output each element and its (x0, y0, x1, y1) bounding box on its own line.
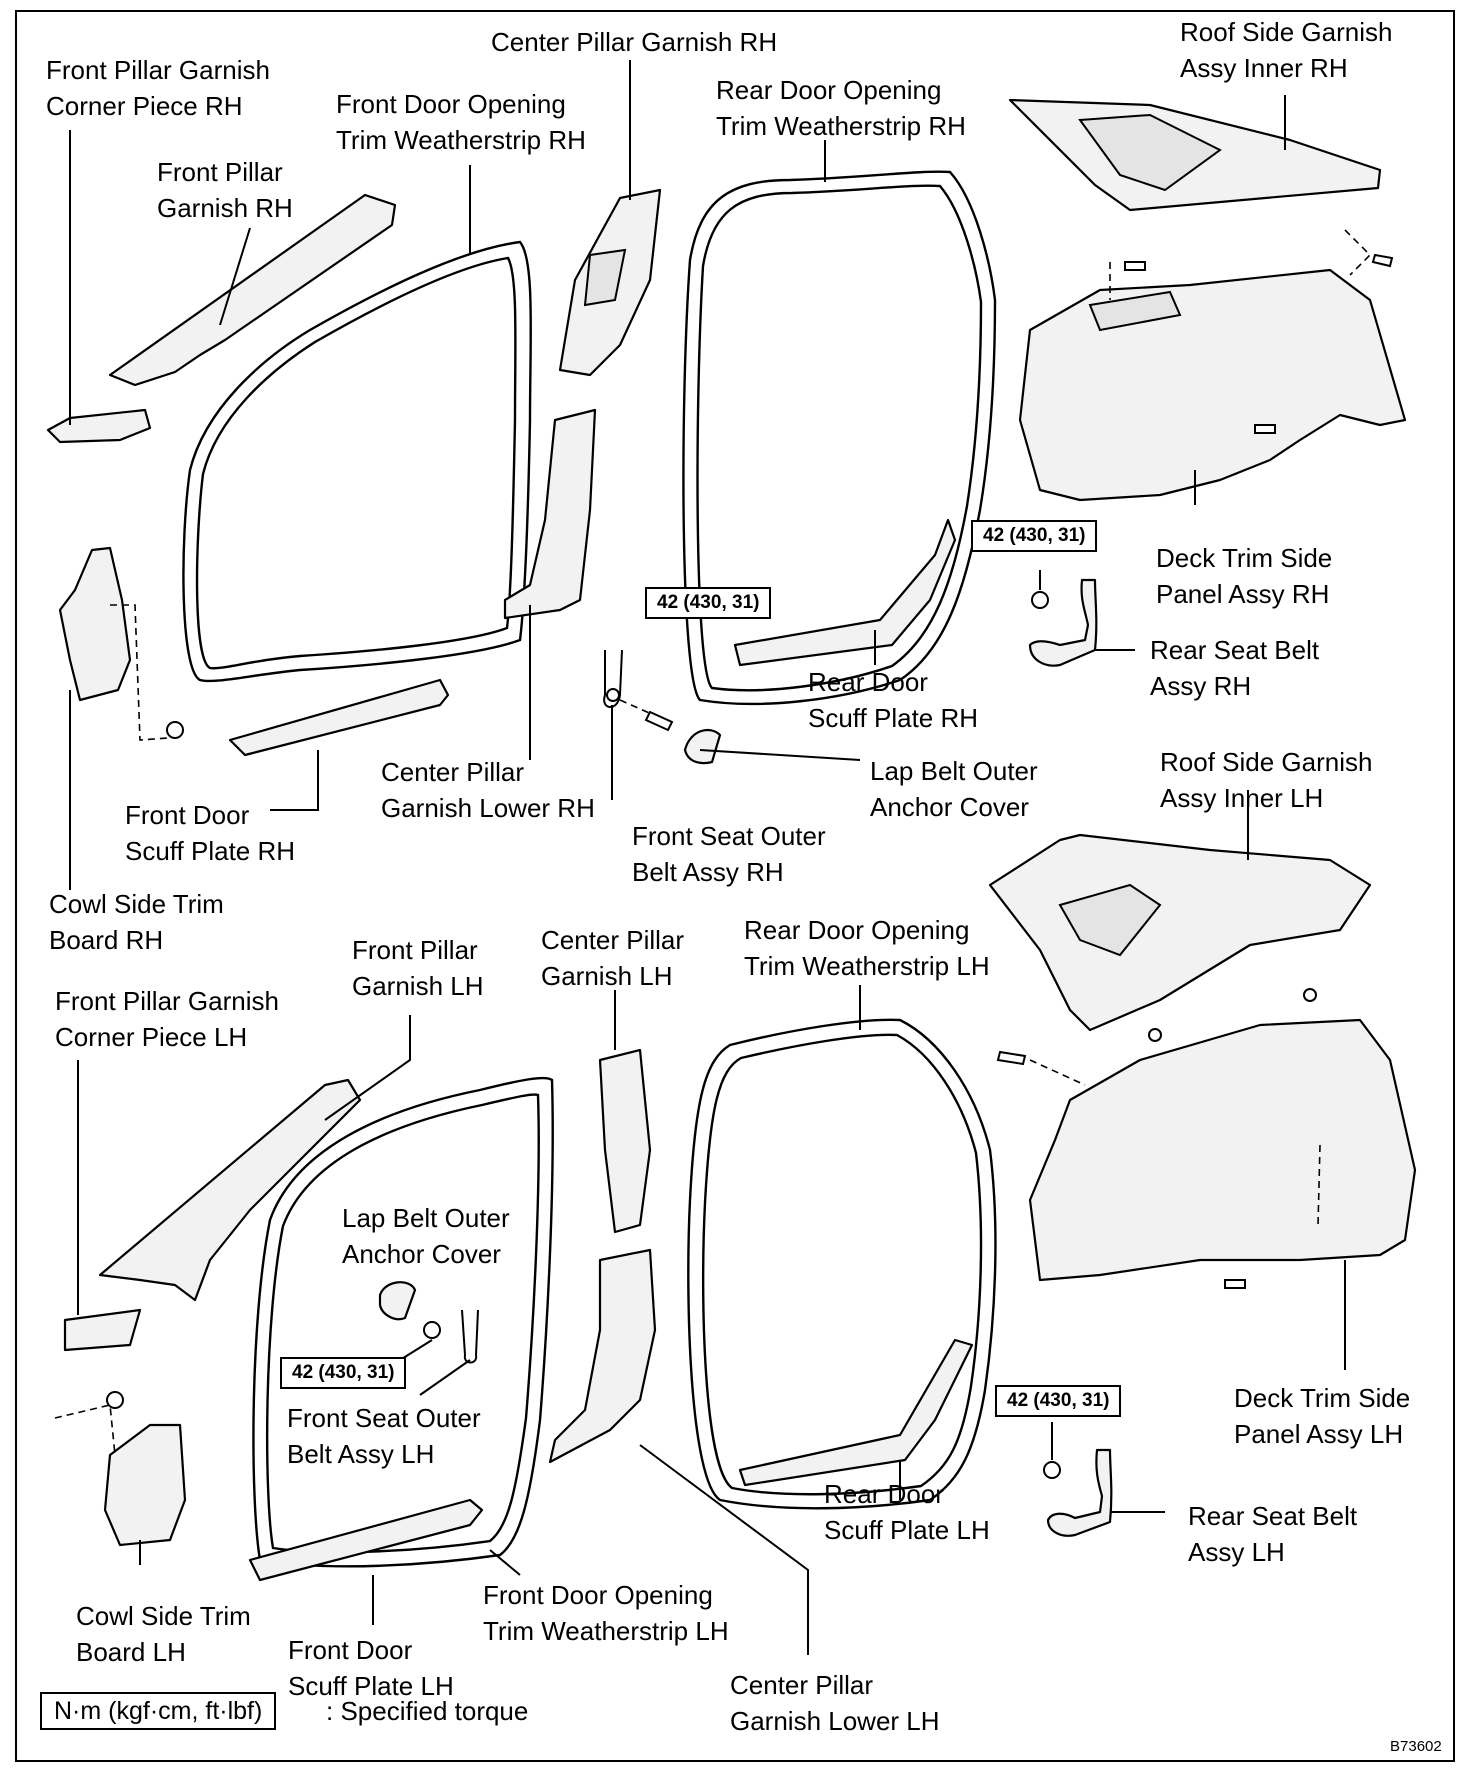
label-front-pillar-garnish-lh: Front Pillar Garnish LH (352, 935, 484, 1001)
label-front-pillar-garnish-rh: Front Pillar Garnish RH (157, 157, 293, 223)
label-rear-door-opening-trim-weatherstrip-rh: Rear Door Opening Trim Weatherstrip RH (716, 75, 966, 141)
rear-seat-belt-rh (1028, 578, 1098, 667)
cowl-side-trim-board-lh (103, 1423, 187, 1547)
torque-front-seat-outer-belt-lh: 42 (430, 31) (280, 1357, 407, 1389)
label-lap-belt-outer-anchor-cover-rh: Lap Belt Outer Anchor Cover (870, 756, 1038, 822)
center-pillar-garnish-lower-lh (548, 1248, 657, 1464)
label-front-door-opening-trim-weatherstrip-lh: Front Door Opening Trim Weatherstrip LH (483, 1580, 729, 1646)
label-front-door-opening-trim-weatherstrip-rh: Front Door Opening Trim Weatherstrip RH (336, 89, 586, 155)
label-deck-trim-side-panel-assy-rh: Deck Trim Side Panel Assy RH (1156, 543, 1333, 609)
front-seat-outer-belt-lh (461, 1309, 479, 1364)
front-door-scuff-plate-rh (228, 678, 450, 757)
label-front-pillar-garnish-corner-piece-lh: Front Pillar Garnish Corner Piece LH (55, 986, 279, 1052)
front-pillar-garnish-corner-piece-lh (63, 1308, 142, 1352)
rear-door-opening-weatherstrip-rh (682, 170, 997, 706)
label-front-seat-outer-belt-assy-rh: Front Seat Outer Belt Assy RH (632, 821, 826, 887)
label-rear-door-scuff-plate-lh: Rear Door Scuff Plate LH (824, 1479, 990, 1545)
front-pillar-garnish-rh (108, 193, 397, 387)
label-roof-side-garnish-assy-inner-lh: Roof Side Garnish Assy Inner LH (1160, 747, 1373, 813)
torque-rear-seat-belt-lh: 42 (430, 31) (995, 1385, 1122, 1417)
front-pillar-garnish-lh (98, 1078, 362, 1302)
label-center-pillar-garnish-lower-lh: Center Pillar Garnish Lower LH (730, 1670, 940, 1736)
torque-legend-description: : Specified torque (326, 1696, 529, 1726)
rear-seat-belt-lh (1046, 1448, 1113, 1537)
figure-code: B73602 (1390, 1738, 1442, 1755)
label-roof-side-garnish-assy-inner-rh: Roof Side Garnish Assy Inner RH (1180, 17, 1393, 83)
center-pillar-garnish-lower-rh (503, 408, 597, 620)
label-front-door-scuff-plate-rh: Front Door Scuff Plate RH (125, 800, 296, 866)
leader-lines (69, 60, 1346, 1655)
roof-side-garnish-inner-lh (988, 833, 1372, 1032)
label-rear-door-scuff-plate-rh: Rear Door Scuff Plate RH (808, 667, 979, 733)
deck-trim-side-panel-lh (1028, 1018, 1417, 1282)
front-pillar-garnish-corner-piece-rh (46, 408, 152, 444)
label-front-door-scuff-plate-lh: Front Door Scuff Plate LH (288, 1635, 454, 1701)
label-lap-belt-outer-anchor-cover-lh: Lap Belt Outer Anchor Cover (342, 1203, 510, 1269)
lap-belt-outer-anchor-cover-rh (683, 728, 722, 765)
label-center-pillar-garnish-lh: Center Pillar Garnish LH (541, 925, 685, 991)
rear-door-scuff-plate-rh (733, 518, 957, 667)
front-door-opening-weatherstrip-lh (252, 1076, 554, 1568)
lap-belt-outer-anchor-cover-lh (378, 1281, 417, 1321)
deck-trim-side-panel-rh (1018, 268, 1407, 502)
front-door-scuff-plate-lh (248, 1498, 484, 1582)
label-front-seat-outer-belt-assy-lh: Front Seat Outer Belt Assy LH (287, 1403, 481, 1469)
label-deck-trim-side-panel-assy-lh: Deck Trim Side Panel Assy LH (1234, 1383, 1411, 1449)
front-door-opening-weatherstrip-rh (182, 240, 532, 683)
label-cowl-side-trim-board-rh: Cowl Side Trim Board RH (49, 889, 224, 955)
torque-front-seat-outer-belt-rh: 42 (430, 31) (645, 587, 772, 619)
torque-rear-seat-belt-rh: 42 (430, 31) (971, 520, 1098, 552)
label-rear-seat-belt-assy-rh: Rear Seat Belt Assy RH (1150, 635, 1320, 701)
label-center-pillar-garnish-rh: Center Pillar Garnish RH (491, 27, 778, 57)
label-rear-seat-belt-assy-lh: Rear Seat Belt Assy LH (1188, 1501, 1358, 1567)
label-cowl-side-trim-board-lh: Cowl Side Trim Board LH (76, 1601, 251, 1667)
cowl-side-trim-board-rh (58, 546, 132, 702)
torque-unit-legend-box: N·m (kgf·cm, ft·lbf) (40, 1692, 277, 1730)
rear-door-opening-weatherstrip-lh (687, 1018, 997, 1510)
label-center-pillar-garnish-lower-rh: Center Pillar Garnish Lower RH (381, 757, 595, 823)
rear-door-scuff-plate-lh (738, 1338, 974, 1487)
center-pillar-garnish-lh (598, 1048, 652, 1234)
label-front-pillar-garnish-corner-piece-rh: Front Pillar Garnish Corner Piece RH (46, 55, 270, 121)
label-rear-door-opening-trim-weatherstrip-lh: Rear Door Opening Trim Weatherstrip LH (744, 915, 990, 981)
